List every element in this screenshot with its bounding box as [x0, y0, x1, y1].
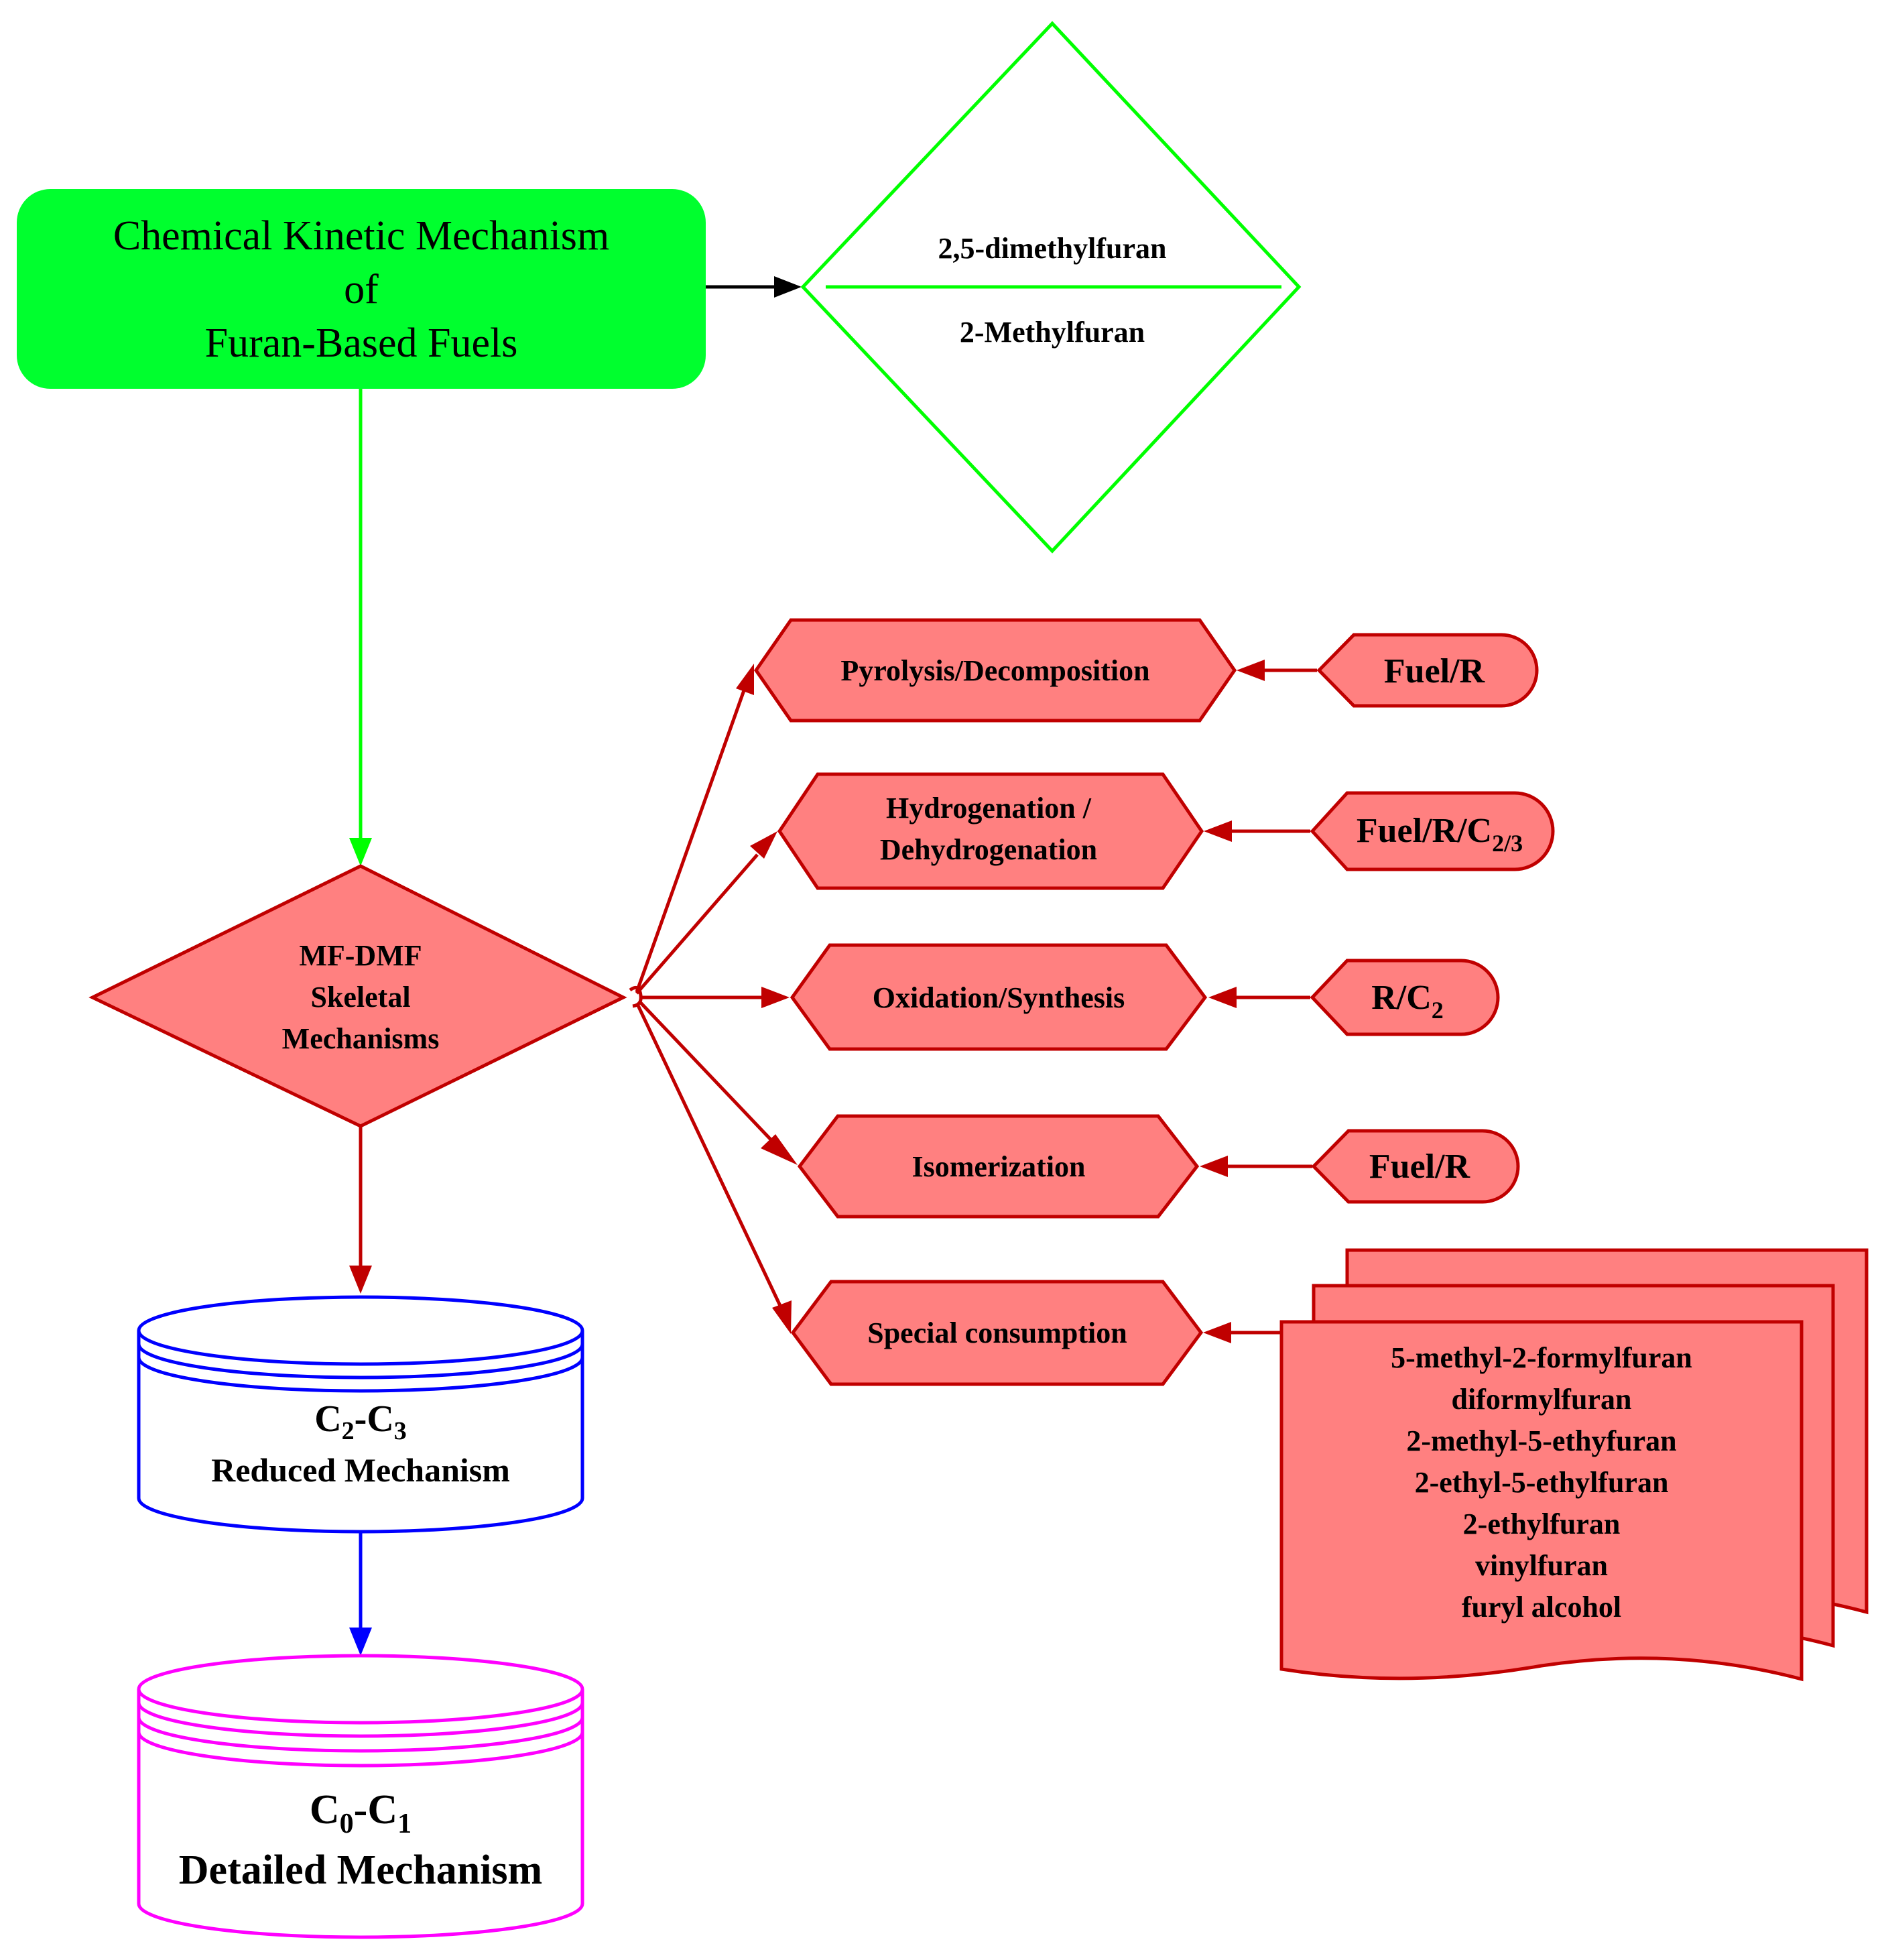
- special-species-documents: [1279, 1248, 1869, 1682]
- species-item: 2-ethyl-5-ethylfuran: [1415, 1466, 1669, 1499]
- top-box-line1: Chemical Kinetic Mechanism: [113, 213, 609, 259]
- fuel-methylfuran-label: 2-Methylfuran: [960, 316, 1145, 349]
- skeletal-line2: Skeletal: [310, 981, 410, 1014]
- process-oxidation-label: Oxidation/Synthesis: [873, 981, 1125, 1014]
- skeletal-mechanisms-diamond: MF-DMF Skeletal Mechanisms: [88, 864, 627, 1128]
- reduced-mechanism-database: C2-C3 Reduced Mechanism: [137, 1295, 584, 1534]
- input-r-c2: R/C2: [1310, 959, 1500, 1036]
- arrow-to-fuel-diamond: [706, 276, 802, 298]
- detailed-mechanism-database: C0-C1 Detailed Mechanism: [137, 1654, 584, 1939]
- skeletal-line3: Mechanisms: [282, 1022, 440, 1055]
- detailed-db-label: Detailed Mechanism: [179, 1847, 542, 1893]
- species-item: furyl alcohol: [1462, 1591, 1621, 1624]
- input-fuel-r-2-label: Fuel/R: [1369, 1148, 1471, 1186]
- input-r-c2-label: R/C2: [1371, 979, 1444, 1024]
- input-fuel-r-1: Fuel/R: [1316, 633, 1539, 708]
- detailed-db-species: C0-C1: [310, 1787, 412, 1839]
- skeletal-line1: MF-DMF: [299, 939, 422, 972]
- process-isomerization-label: Isomerization: [912, 1150, 1085, 1183]
- process-special-consumption: Special consumption: [790, 1280, 1204, 1386]
- process-hydrogenation-label1: Hydrogenation /: [886, 792, 1092, 824]
- species-item: 2-methyl-5-ethyfuran: [1406, 1424, 1676, 1457]
- process-hydrogenation-label2: Dehydrogenation: [880, 833, 1097, 866]
- process-isomerization: Isomerization: [797, 1114, 1200, 1219]
- fuel-diamond: 2,5-dimethylfuran 2-Methylfuran: [800, 21, 1302, 554]
- special-species-list: 5-methyl-2-formylfuran diformylfuran 2-m…: [1391, 1341, 1692, 1624]
- fuel-dimethylfuran-label: 2,5-dimethylfuran: [938, 232, 1167, 265]
- arrows-to-processes: [629, 664, 798, 1334]
- chemical-kinetic-mechanism-box: Chemical Kinetic Mechanism of Furan-Base…: [17, 189, 706, 389]
- reduced-db-species: C2-C3: [314, 1398, 407, 1445]
- top-box-line3: Furan-Based Fuels: [205, 320, 518, 366]
- process-pyrolysis: Pyrolysis/Decomposition: [753, 618, 1237, 723]
- input-fuel-r-1-label: Fuel/R: [1384, 652, 1486, 690]
- top-box-line2: of: [344, 267, 379, 312]
- species-item: 5-methyl-2-formylfuran: [1391, 1341, 1692, 1374]
- reduced-db-label: Reduced Mechanism: [211, 1451, 510, 1489]
- process-pyrolysis-label: Pyrolysis/Decomposition: [840, 654, 1149, 687]
- input-fuel-r-c23: Fuel/R/C2/3: [1310, 791, 1555, 871]
- process-special-label: Special consumption: [867, 1316, 1127, 1349]
- species-item: diformylfuran: [1452, 1383, 1632, 1416]
- process-hydrogenation: Hydrogenation / Dehydrogenation: [777, 772, 1204, 890]
- arrow-to-skeletal: [349, 389, 372, 866]
- input-fuel-r-c23-label: Fuel/R/C2/3: [1357, 812, 1523, 857]
- arrows-from-inputs: [1200, 660, 1317, 1343]
- species-item: 2-ethylfuran: [1463, 1508, 1621, 1540]
- input-fuel-r-2: Fuel/R: [1311, 1129, 1520, 1204]
- species-item: vinylfuran: [1475, 1549, 1608, 1582]
- arrow-to-reduced-db: [349, 1126, 372, 1294]
- arrow-to-detailed-db: [349, 1532, 372, 1656]
- process-oxidation: Oxidation/Synthesis: [790, 943, 1208, 1051]
